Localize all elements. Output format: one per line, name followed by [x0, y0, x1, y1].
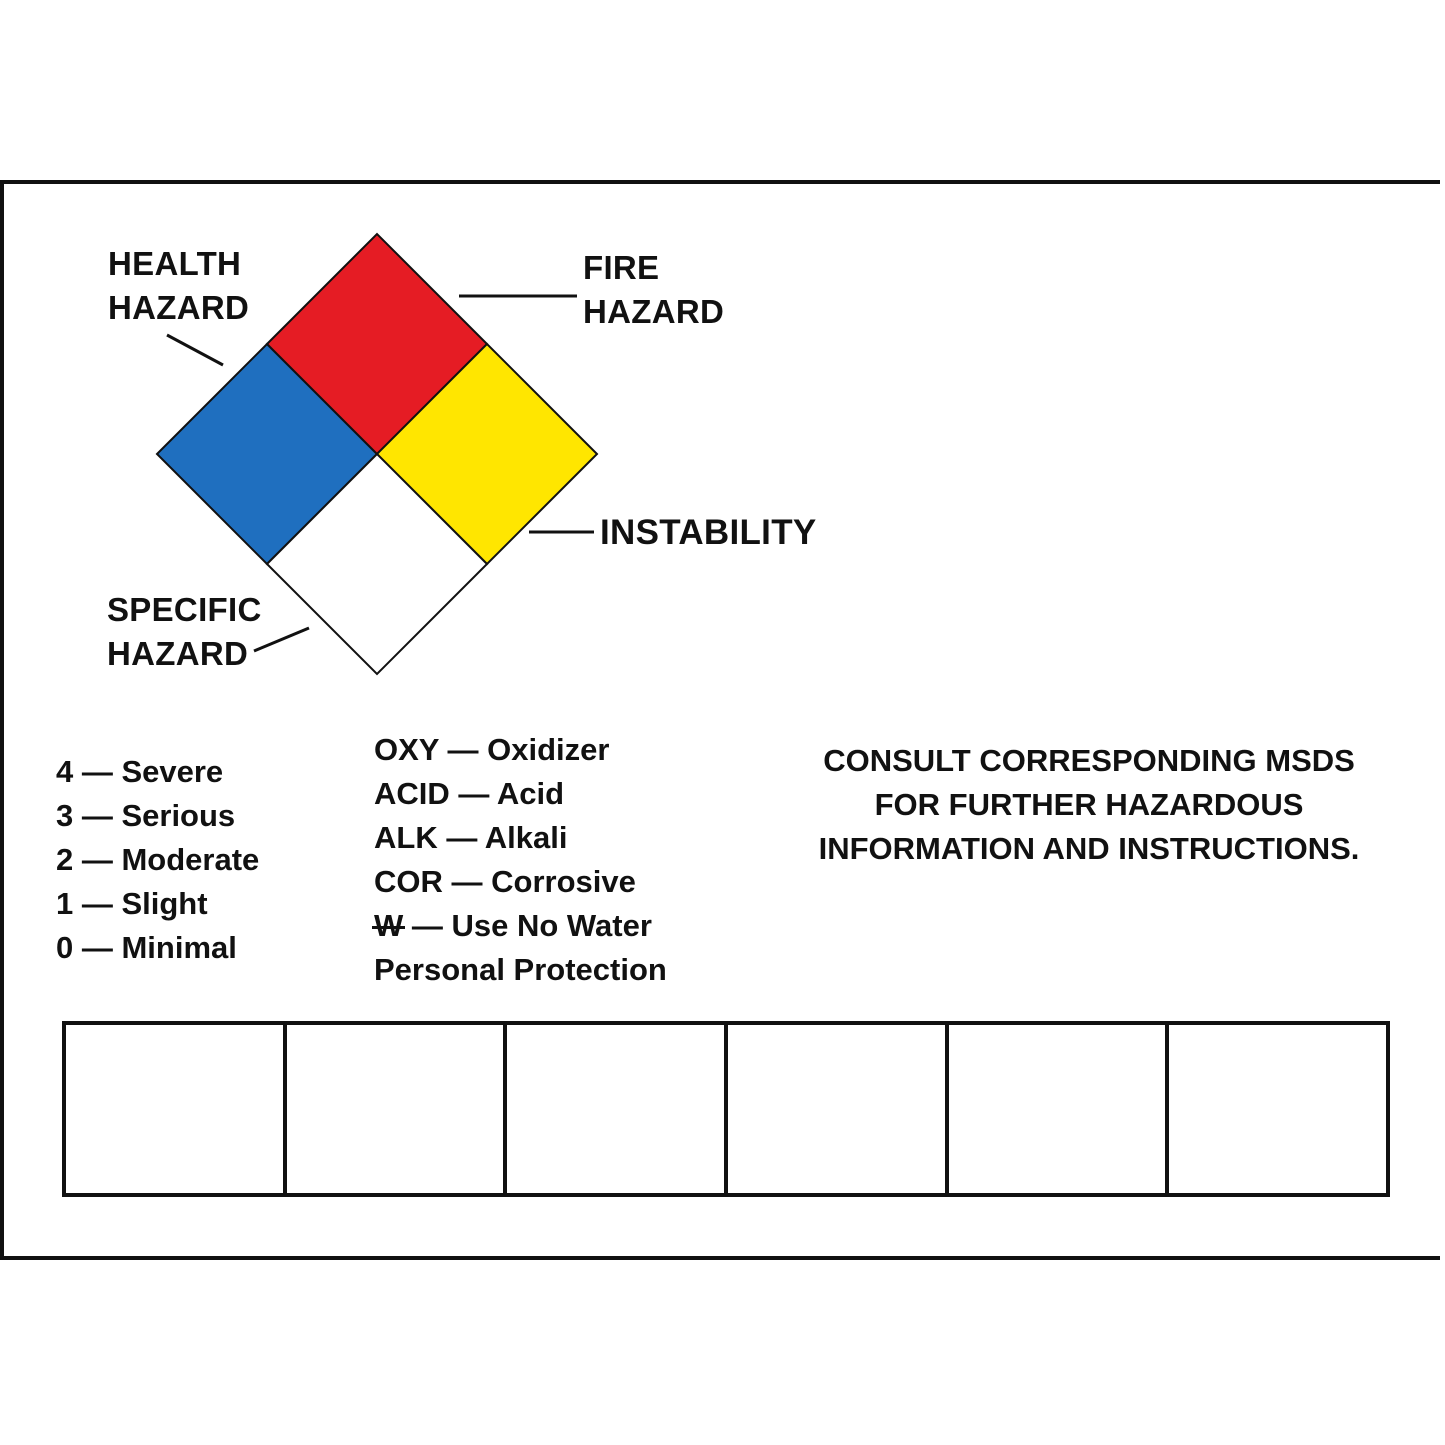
entry-box	[728, 1025, 949, 1193]
code-acid-text: — Acid	[449, 776, 565, 811]
code-acid: ACID — Acid	[374, 772, 667, 816]
code-alk-abbr: ALK	[374, 820, 438, 855]
health-leader-line	[166, 333, 224, 367]
specific-caption-line-1: SPECIFIC	[107, 591, 262, 628]
hazard-label: HEALTH HAZARD FIRE HAZARD INSTABILITY SP…	[0, 180, 1440, 1260]
code-cor: COR — Corrosive	[374, 860, 667, 904]
code-alk-text: — Alkali	[437, 820, 568, 855]
fire-caption-line-2: HAZARD	[583, 293, 725, 330]
nfpa-diamond	[155, 232, 599, 676]
consult-line-3: INFORMATION AND INSTRUCTIONS.	[818, 831, 1360, 866]
consult-msds-notice: CONSULT CORRESPONDING MSDS FOR FURTHER H…	[794, 739, 1384, 871]
health-caption-line-1: HEALTH	[108, 245, 242, 282]
entry-box	[287, 1025, 508, 1193]
code-cor-abbr: COR	[374, 864, 443, 899]
entry-box	[1169, 1025, 1386, 1193]
health-caption-line-2: HAZARD	[108, 289, 250, 326]
code-no-water: W — Use No Water	[371, 904, 667, 948]
consult-line-1: CONSULT CORRESPONDING MSDS	[823, 743, 1355, 778]
entry-box-row	[62, 1021, 1390, 1197]
code-alk: ALK — Alkali	[374, 816, 667, 860]
rating-1: 1 — Slight	[56, 886, 208, 921]
rating-0: 0 — Minimal	[56, 930, 237, 965]
code-personal-protection: Personal Protection	[374, 952, 667, 987]
no-water-symbol: W	[371, 904, 406, 948]
fire-hazard-caption: FIRE HAZARD	[583, 246, 724, 334]
rating-4: 4 — Severe	[56, 754, 224, 789]
specific-hazard-legend: OXY — Oxidizer ACID — Acid ALK — Alkali …	[371, 728, 667, 992]
instability-caption: INSTABILITY	[600, 513, 817, 552]
rating-legend: 4 — Severe 3 — Serious 2 — Moderate 1 — …	[56, 750, 259, 970]
specific-hazard-caption: SPECIFIC HAZARD	[107, 588, 262, 676]
code-oxy-abbr: OXY	[374, 732, 439, 767]
entry-box	[66, 1025, 287, 1193]
code-cor-text: — Corrosive	[442, 864, 636, 899]
code-oxy: OXY — Oxidizer	[374, 728, 667, 772]
rating-3: 3 — Serious	[56, 798, 236, 833]
code-no-water-text: — Use No Water	[403, 908, 652, 943]
specific-caption-line-2: HAZARD	[107, 635, 249, 672]
entry-box	[949, 1025, 1170, 1193]
entry-box	[507, 1025, 729, 1193]
specific-quadrant	[265, 452, 489, 676]
code-acid-abbr: ACID	[374, 776, 450, 811]
specific-leader-line	[253, 626, 310, 653]
fire-caption-line-1: FIRE	[583, 249, 660, 286]
code-oxy-text: — Oxidizer	[438, 732, 610, 767]
consult-line-2: FOR FURTHER HAZARDOUS	[874, 787, 1304, 822]
rating-2: 2 — Moderate	[56, 842, 260, 877]
health-hazard-caption: HEALTH HAZARD	[108, 242, 249, 330]
